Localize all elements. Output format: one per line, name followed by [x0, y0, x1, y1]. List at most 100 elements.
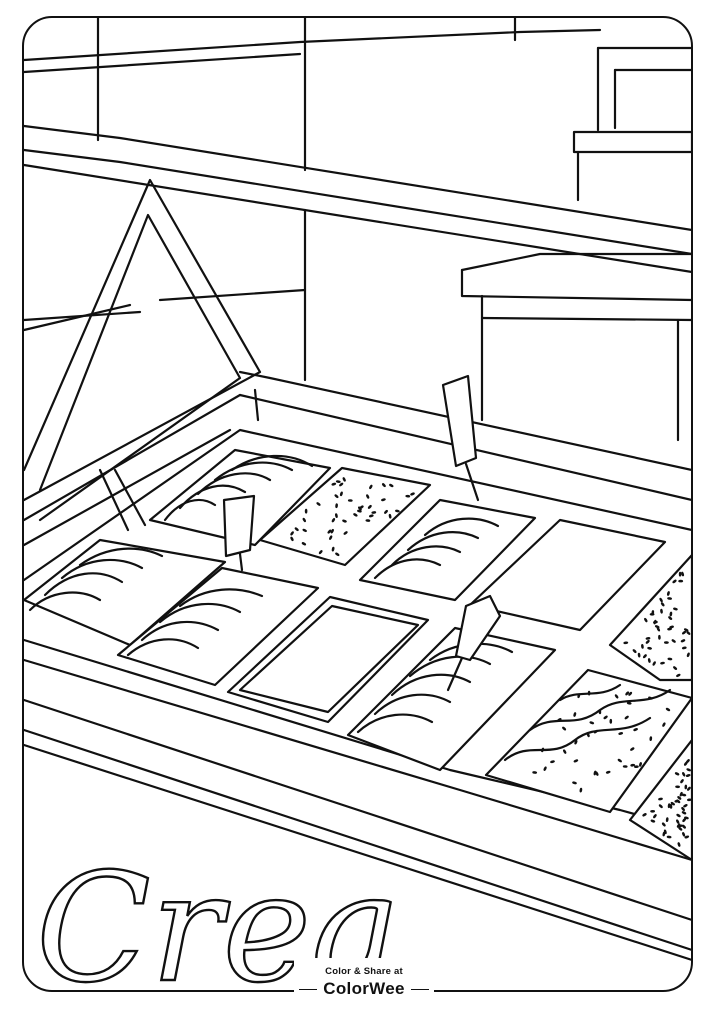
sprinkle-mark: [595, 771, 599, 776]
sprinkle-mark: [682, 630, 687, 635]
sprinkle-mark: [605, 770, 611, 774]
sprinkle-mark: [614, 694, 619, 699]
sprinkle-mark: [660, 602, 665, 607]
sprinkle-mark: [658, 804, 663, 809]
sprinkle-mark: [628, 691, 633, 696]
wall-tiles: [23, 17, 602, 382]
sprinkle-mark: [573, 712, 577, 717]
sprinkle-mark: [645, 637, 651, 640]
sprinkle-mark: [686, 768, 691, 772]
sprinkle-mark: [682, 817, 687, 823]
sprinkle-mark: [687, 786, 691, 791]
sprinkle-mark: [339, 491, 343, 497]
sprinkle-mark: [680, 779, 684, 784]
sprinkle-mark: [685, 774, 691, 777]
sprinkle-mark: [369, 484, 373, 490]
sprinkle-mark: [651, 610, 655, 615]
sprinkle-mark: [649, 736, 653, 741]
sprinkle-mark: [674, 799, 680, 803]
sprinkle-mark: [381, 498, 386, 502]
sprinkle-mark: [290, 536, 294, 542]
case-front-panel: [23, 743, 692, 962]
sprinkle-mark: [331, 518, 336, 523]
sprinkle-mark: [647, 658, 651, 663]
sprinkle-mark: [316, 502, 321, 506]
sprinkle-mark: [684, 816, 689, 820]
sprinkle-mark: [653, 814, 657, 819]
sprinkle-mark: [682, 824, 686, 829]
sprinkle-mark: [684, 784, 688, 790]
sprinkle-mark: [388, 513, 392, 519]
sprinkle-mark: [335, 552, 340, 557]
sprinkle-mark: [633, 728, 638, 732]
sprinkle-mark: [589, 721, 595, 725]
sprinkle-mark: [644, 617, 648, 623]
sprinkle-mark: [661, 822, 666, 827]
sprinkle-mark: [304, 508, 308, 514]
sprinkle-mark: [395, 509, 400, 513]
sprinkle-mark: [681, 806, 685, 812]
sprinkle-mark: [672, 579, 677, 584]
sprinkle-mark: [678, 826, 683, 831]
sprinkle-mark: [573, 759, 579, 763]
sprinkle-mark: [586, 732, 590, 738]
sprinkle-mark: [650, 809, 655, 813]
sprinkle-mark: [637, 652, 641, 658]
sprinkle-mark: [668, 616, 673, 620]
sprinkle-mark: [603, 715, 608, 720]
sprinkle-mark: [680, 639, 686, 643]
ice-cream-tubs: [148, 448, 692, 682]
sprinkles: [290, 477, 692, 847]
sprinkle-mark: [667, 803, 671, 809]
sprinkle-mark: [681, 646, 687, 650]
sprinkle-mark: [335, 503, 338, 509]
sprinkle-mark: [625, 691, 630, 696]
sprinkle-mark: [686, 652, 690, 658]
sprinkle-mark: [660, 608, 663, 614]
sprinkle-mark: [643, 654, 647, 659]
sprinkle-mark: [678, 824, 683, 828]
sprinkle-mark: [302, 517, 306, 523]
sprinkle-mark: [674, 772, 680, 776]
sprinkle-mark: [662, 722, 666, 727]
sprinkle-mark: [330, 528, 334, 534]
sprinkle-mark: [574, 739, 578, 745]
sprinkle-mark: [673, 666, 678, 670]
sprinkle-mark: [681, 571, 685, 577]
sprinkle-mark: [641, 644, 644, 649]
sprinkle-mark: [677, 796, 682, 800]
sprinkle-mark: [617, 758, 622, 763]
sprinkle-mark: [624, 715, 629, 720]
sprinkle-mark: [682, 832, 686, 837]
sprinkle-mark: [294, 527, 299, 532]
footer-brand-logo[interactable]: ColorWee: [299, 979, 430, 999]
sprinkle-mark: [687, 798, 692, 802]
sprinkle-mark: [676, 819, 680, 824]
sprinkle-mark: [342, 519, 347, 523]
sprinkle-mark: [664, 641, 669, 644]
sprinkle-mark: [550, 760, 555, 764]
sprinkle-mark: [656, 627, 661, 632]
sprinkle-mark: [666, 591, 670, 596]
sprinkle-mark: [669, 611, 673, 617]
sprinkle-mark: [653, 620, 658, 624]
sprinkle-mark: [557, 718, 562, 722]
sprinkle-mark: [675, 785, 680, 789]
sprinkle-mark: [659, 597, 663, 603]
sprinkle-mark: [650, 819, 656, 823]
sprinkle-mark: [647, 646, 652, 650]
sprinkle-mark: [630, 747, 635, 751]
sprinkle-mark: [676, 813, 681, 818]
sprinkle-mark: [648, 696, 653, 700]
sprinkle-mark: [683, 628, 689, 632]
sprinkle-mark: [343, 531, 348, 535]
sprinkle-mark: [331, 546, 335, 552]
sprinkle-mark: [626, 701, 632, 705]
sprinkle-mark: [371, 511, 377, 514]
sprinkle-mark: [532, 771, 538, 774]
sprinkle-mark: [662, 831, 666, 837]
sprinkle-mark: [327, 529, 332, 534]
sprinkle-mark: [676, 673, 681, 678]
side-glass-panel: [23, 178, 262, 522]
sprinkle-mark: [683, 804, 688, 808]
